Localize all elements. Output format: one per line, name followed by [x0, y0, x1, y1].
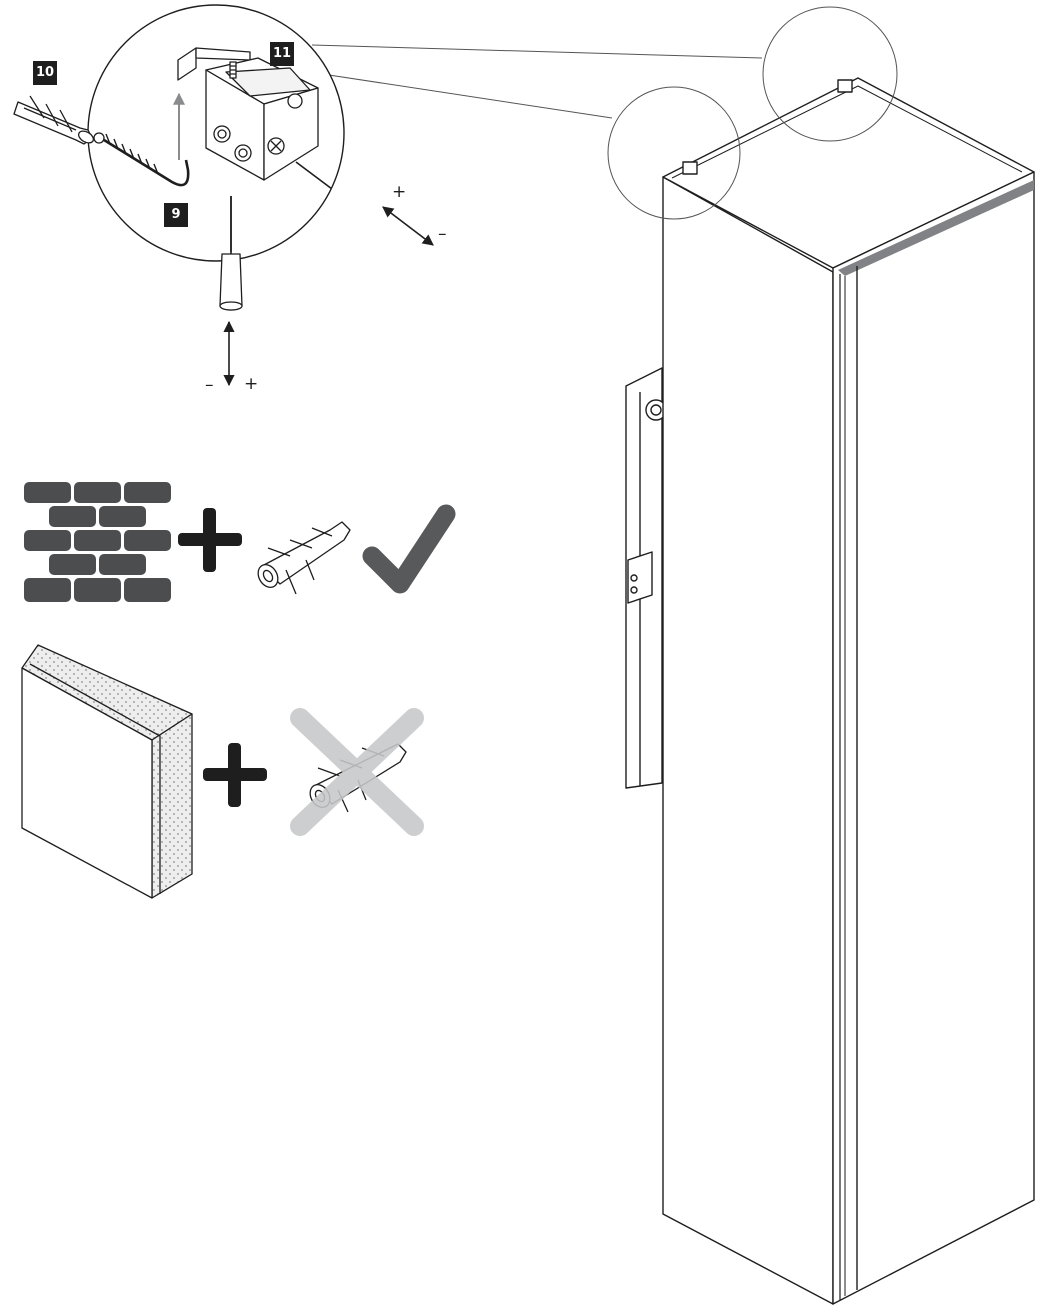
adjust-screwdriver-vertical [219, 196, 243, 311]
cabinet-side-panel [662, 176, 834, 1305]
step-badge-10: 10 [33, 61, 57, 85]
plus-icon [178, 508, 242, 572]
adjust-arrow-diagonal [382, 206, 434, 246]
cross-icon [290, 708, 424, 836]
sign-plus-right: + [392, 182, 407, 202]
hook-screw [103, 133, 190, 187]
sign-plus-bottom: + [244, 374, 259, 394]
plus-icon [203, 743, 267, 807]
step-badge-11: 11 [270, 42, 294, 66]
wall-rail [625, 367, 667, 789]
sign-minus-bottom: – [205, 375, 214, 395]
insulated-panel-icon [21, 644, 193, 899]
step-badge-9: 9 [164, 203, 188, 227]
brick-wall-icon [24, 482, 171, 602]
hanger-detail [13, 4, 434, 387]
checkmark-icon [362, 504, 456, 594]
detail-connector-lines [295, 44, 763, 119]
cabinet-hanger-bracket [177, 47, 319, 181]
cabinet-front-door [832, 171, 1035, 1305]
tall-cabinet [607, 6, 1035, 1305]
sign-minus-right: – [438, 224, 447, 244]
wall-plug-icon [13, 95, 95, 145]
wall-plug-icon [257, 521, 351, 595]
